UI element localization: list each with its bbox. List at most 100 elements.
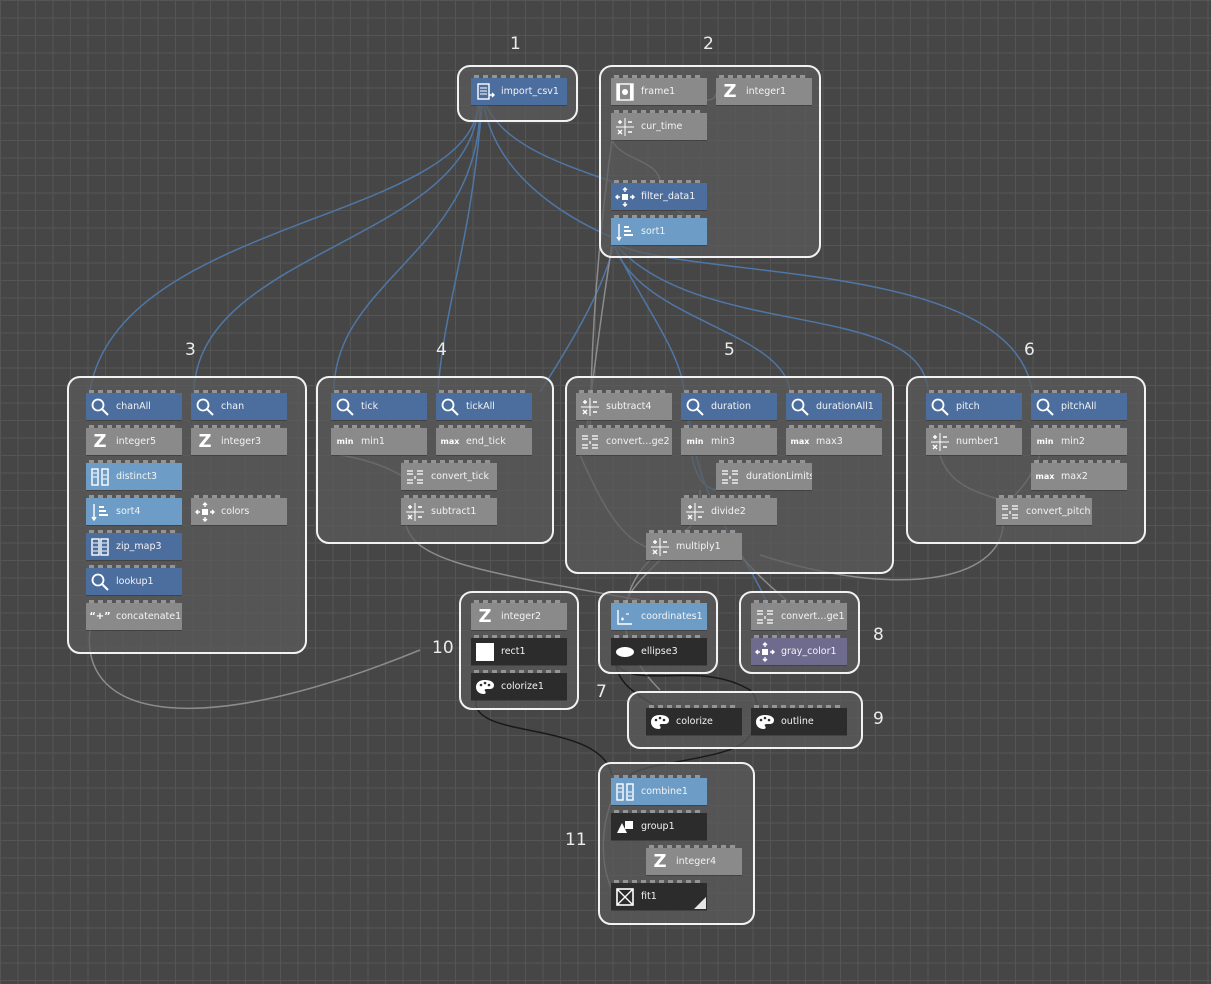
max-icon: max <box>1035 472 1055 481</box>
node-distinct3[interactable]: distinct3 <box>86 460 182 490</box>
concatenate-icon: “+” <box>89 611 111 622</box>
node-multiply1[interactable]: multiply1 <box>646 530 742 560</box>
node-outline[interactable]: outline <box>751 705 847 735</box>
node-duration[interactable]: duration <box>681 390 777 420</box>
node-label: chan <box>221 401 245 412</box>
node-integer5[interactable]: Z integer5 <box>86 425 182 455</box>
search-icon <box>334 396 356 418</box>
node-label: convert_pitch <box>1026 506 1091 517</box>
convert-range-icon <box>404 466 426 488</box>
node-combine1[interactable]: combine1 <box>611 775 707 805</box>
node-convert-ge2[interactable]: convert…ge2 <box>576 425 672 455</box>
node-label: import_csv1 <box>501 86 559 97</box>
node-end-tick[interactable]: max end_tick <box>436 425 532 455</box>
node-colors[interactable]: colors <box>191 495 287 525</box>
node-chan[interactable]: chan <box>191 390 287 420</box>
zip-map-icon <box>89 536 111 558</box>
node-pitch[interactable]: pitch <box>926 390 1022 420</box>
node-number1[interactable]: number1 <box>926 425 1022 455</box>
node-gray-color1[interactable]: gray_color1 <box>751 635 847 665</box>
node-integer3[interactable]: Z integer3 <box>191 425 287 455</box>
filter-icon <box>754 641 776 663</box>
wire <box>615 244 929 391</box>
node-durationAll1[interactable]: durationAll1 <box>786 390 882 420</box>
node-convert-pitch[interactable]: convert_pitch <box>996 495 1092 525</box>
rectangle-icon <box>474 641 496 663</box>
node-tickAll[interactable]: tickAll <box>436 390 532 420</box>
combine-icon <box>614 781 636 803</box>
node-label: integer3 <box>221 436 262 447</box>
math-ops-icon <box>614 116 636 138</box>
node-label: fit1 <box>641 891 657 902</box>
node-rect1[interactable]: rect1 <box>471 635 567 665</box>
node-label: max2 <box>1061 471 1088 482</box>
search-icon <box>789 396 811 418</box>
node-sort4[interactable]: sort4 <box>86 495 182 525</box>
node-zip-map3[interactable]: zip_map3 <box>86 530 182 560</box>
node-subtract4[interactable]: subtract4 <box>576 390 672 420</box>
resize-corner-icon[interactable] <box>694 897 706 909</box>
group-label-10: 10 <box>432 638 454 658</box>
node-colorize1[interactable]: colorize1 <box>471 670 567 700</box>
node-chanAll[interactable]: chanAll <box>86 390 182 420</box>
node-min2[interactable]: min min2 <box>1031 425 1127 455</box>
node-coordinates1[interactable]: coordinates1 <box>611 600 707 630</box>
node-frame1[interactable]: frame1 <box>611 75 707 105</box>
import-file-icon <box>474 81 496 103</box>
node-concatenate1[interactable]: “+” concatenate1 <box>86 600 182 630</box>
node-label: tick <box>361 401 379 412</box>
node-label: durationAll1 <box>816 401 874 412</box>
node-integer2[interactable]: Z integer2 <box>471 600 567 630</box>
wire <box>613 244 791 391</box>
node-label: lookup1 <box>116 576 154 587</box>
node-pitchAll[interactable]: pitchAll <box>1031 390 1127 420</box>
search-icon <box>89 571 111 593</box>
integer-icon: Z <box>478 606 492 627</box>
node-convert-ge1[interactable]: convert…ge1 <box>751 600 847 630</box>
node-label: sort4 <box>116 506 141 517</box>
node-fit1[interactable]: fit1 <box>611 880 707 910</box>
node-subtract1[interactable]: subtract1 <box>401 495 497 525</box>
node-label: min1 <box>361 436 385 447</box>
node-group1[interactable]: group1 <box>611 810 707 840</box>
node-label: number1 <box>956 436 1000 447</box>
node-label: integer4 <box>676 856 717 867</box>
node-max2[interactable]: max max2 <box>1031 460 1127 490</box>
node-min1[interactable]: min min1 <box>331 425 427 455</box>
search-icon <box>439 396 461 418</box>
node-durationLimits[interactable]: durationLimits <box>716 460 812 490</box>
distinct-icon <box>89 466 111 488</box>
node-sort1[interactable]: sort1 <box>611 215 707 245</box>
node-lookup1[interactable]: lookup1 <box>86 565 182 595</box>
search-icon <box>89 396 111 418</box>
node-label: subtract1 <box>431 506 477 517</box>
node-min3[interactable]: min min3 <box>681 425 777 455</box>
math-ops-icon <box>684 501 706 523</box>
coordinates-icon <box>614 606 636 628</box>
node-label: colorize1 <box>501 681 544 692</box>
min-icon: min <box>336 437 354 446</box>
node-convert-tick[interactable]: convert_tick <box>401 460 497 490</box>
node-tick[interactable]: tick <box>331 390 427 420</box>
node-cur-time[interactable]: cur_time <box>611 110 707 140</box>
node-label: filter_data1 <box>641 191 696 202</box>
math-ops-icon <box>649 536 671 558</box>
group-label-8: 8 <box>873 625 884 645</box>
node-divide2[interactable]: divide2 <box>681 495 777 525</box>
node-integer1[interactable]: Z integer1 <box>716 75 812 105</box>
node-label: subtract4 <box>606 401 652 412</box>
node-integer4[interactable]: Z integer4 <box>646 845 742 875</box>
palette-icon <box>754 711 776 733</box>
node-label: outline <box>781 716 814 727</box>
node-filter-data1[interactable]: filter_data1 <box>611 180 707 210</box>
node-colorize[interactable]: colorize <box>646 705 742 735</box>
group-label-9: 9 <box>873 709 884 729</box>
node-ellipse3[interactable]: ellipse3 <box>611 635 707 665</box>
group-label-1: 1 <box>510 34 521 54</box>
node-label: convert_tick <box>431 471 489 482</box>
integer-icon: Z <box>653 851 667 872</box>
node-import-csv1[interactable]: import_csv1 <box>471 75 567 105</box>
node-max3[interactable]: max max3 <box>786 425 882 455</box>
fit-icon <box>614 886 636 908</box>
node-label: distinct3 <box>116 471 157 482</box>
